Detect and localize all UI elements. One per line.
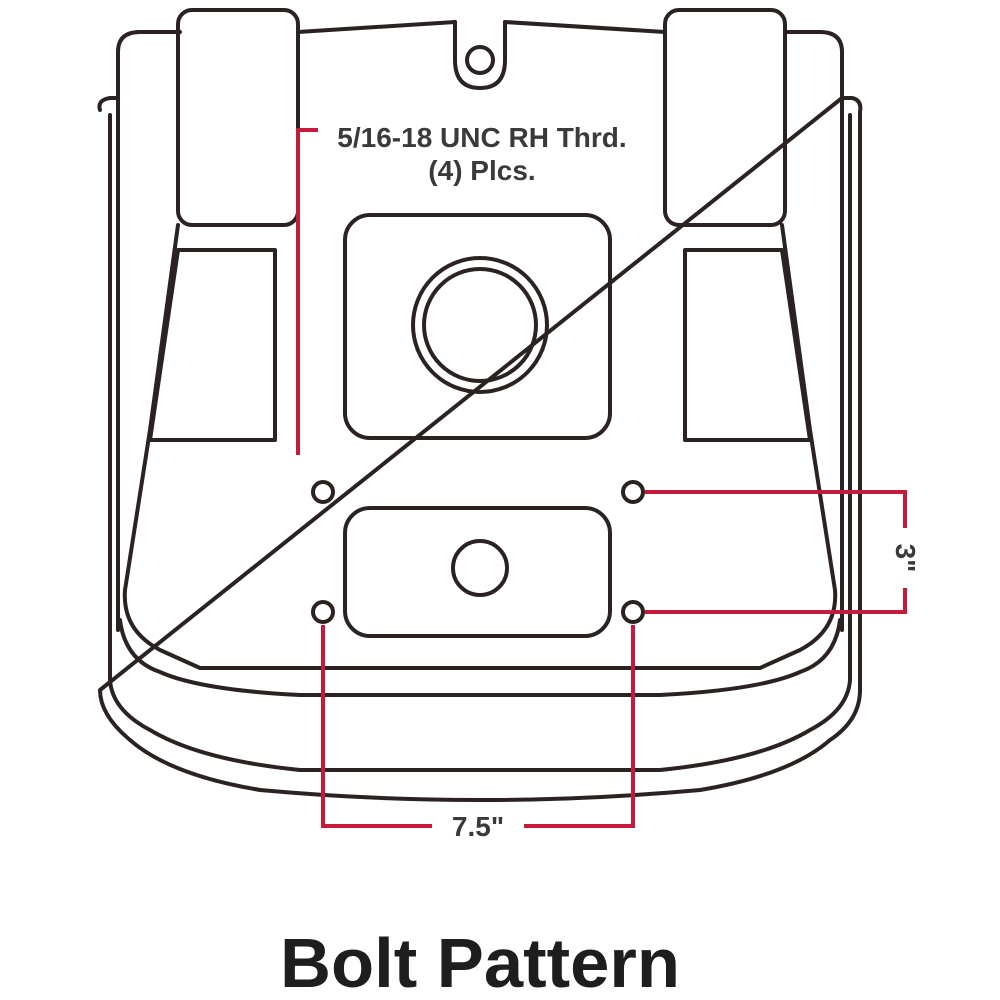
bolt-hole-top-left — [311, 480, 335, 504]
thread-label-line1: 5/16-18 UNC RH Thrd. — [337, 122, 626, 153]
seat-inner-rim — [108, 113, 852, 772]
right-mount-tab — [663, 8, 787, 227]
seat-back-outline — [116, 20, 844, 632]
left-side-block — [148, 248, 277, 442]
right-side-block — [683, 248, 812, 442]
seat-pan-outline — [122, 223, 838, 670]
thread-leader-line — [296, 128, 318, 455]
center-boss-inner — [422, 267, 538, 383]
lower-plate-hole — [451, 539, 509, 597]
lower-mount-plate — [343, 506, 612, 638]
bolt-hole-top-right — [621, 480, 645, 504]
bolt-hole-bottom-left — [311, 600, 335, 624]
top-lug-hole — [465, 45, 495, 75]
left-mount-tab — [176, 8, 300, 227]
vertical-dimension-line — [645, 490, 907, 614]
vertical-dimension-label: 3" — [890, 544, 921, 573]
horizontal-dimension-line — [321, 625, 635, 828]
bolt-hole-bottom-right — [621, 600, 645, 624]
center-boss-outer — [411, 256, 549, 394]
upper-mount-plate — [343, 213, 612, 440]
diagram-title: Bolt Pattern — [280, 924, 680, 1000]
seat-outer-body — [97, 96, 863, 802]
top-lug — [453, 20, 507, 90]
horizontal-dimension-label: 7.5" — [452, 811, 504, 842]
thread-label-line2: (4) Plcs. — [428, 155, 535, 186]
seat-pan-lower — [118, 618, 842, 697]
